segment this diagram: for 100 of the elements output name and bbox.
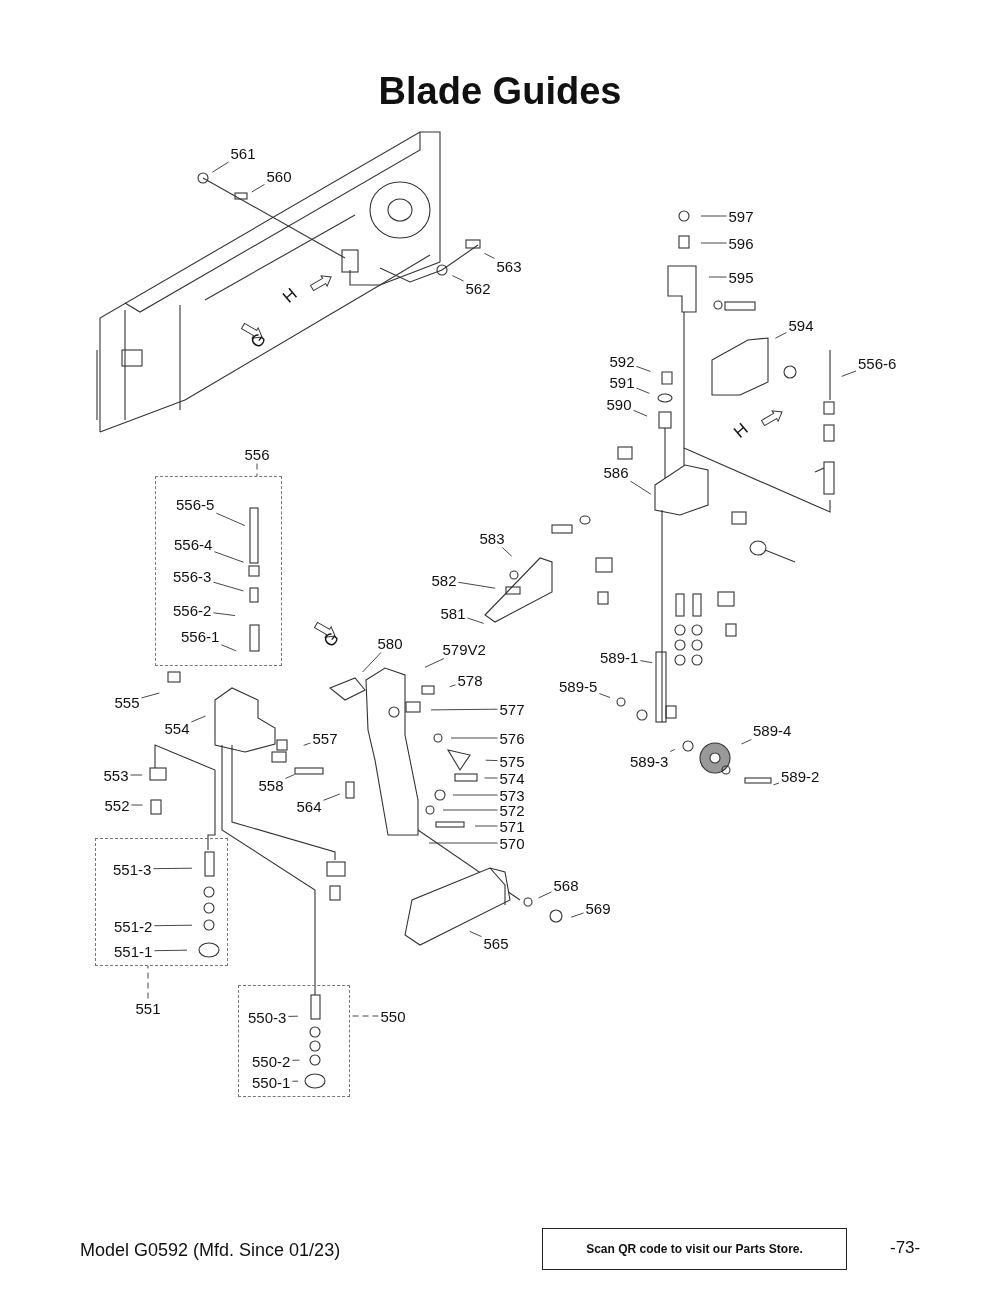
leader-line <box>153 949 188 952</box>
callout-number: 551-2 <box>114 917 153 935</box>
leader-line <box>538 891 552 899</box>
callout-number: 550-3 <box>248 1008 287 1026</box>
callout-number: 589-2 <box>781 767 820 785</box>
callout-number: 583 <box>479 529 505 547</box>
callout-number: 589-5 <box>559 677 598 695</box>
callout-number: 589-3 <box>630 752 669 770</box>
callout-number: 551 <box>135 999 161 1017</box>
callout-number: 575 <box>499 752 525 770</box>
callout-number: 579V2 <box>442 640 486 658</box>
callout-number: 574 <box>499 769 525 787</box>
callout-number: 563 <box>496 257 522 275</box>
leader-line <box>700 215 727 217</box>
callout-number: 556 <box>244 445 270 463</box>
callout-number: 571 <box>499 817 525 835</box>
callout-number: 580 <box>377 634 403 652</box>
callout-number: 556-3 <box>173 567 212 585</box>
leader-line <box>220 644 237 652</box>
leader-line <box>598 693 611 698</box>
leader-line <box>256 463 258 477</box>
callout-number: 594 <box>788 316 814 334</box>
leader-line <box>303 742 311 746</box>
leader-line <box>291 1080 299 1082</box>
leader-line <box>773 782 780 786</box>
leader-line <box>451 275 464 282</box>
leader-line <box>131 804 144 806</box>
callout-number: 551-3 <box>113 860 152 878</box>
leader-line <box>211 161 229 173</box>
callout-number: 550-1 <box>252 1073 291 1091</box>
leader-line <box>191 715 207 723</box>
callout-number: 590 <box>606 395 632 413</box>
leader-line <box>153 924 193 927</box>
direction-letter: G <box>246 329 271 353</box>
leader-line <box>430 708 498 711</box>
callout-number: 553 <box>103 766 129 784</box>
leader-line <box>708 276 727 278</box>
leader-line <box>213 551 245 563</box>
callout-number: 568 <box>553 876 579 894</box>
leader-line <box>633 409 648 417</box>
leader-line <box>141 692 160 699</box>
callout-number: 550-2 <box>252 1052 291 1070</box>
leader-line <box>669 748 676 752</box>
direction-letter: G <box>319 628 344 652</box>
leader-line <box>130 774 143 776</box>
callout-number: 552 <box>104 796 130 814</box>
callout-number: 596 <box>728 234 754 252</box>
callout-number: 556-4 <box>174 535 213 553</box>
callout-number: 555 <box>114 693 140 711</box>
callout-number: 556-5 <box>176 495 215 513</box>
leader-line <box>450 737 498 739</box>
callout-number: 578 <box>457 671 483 689</box>
callout-number: 570 <box>499 834 525 852</box>
leader-line <box>428 842 498 844</box>
leader-line <box>458 581 496 589</box>
leader-line <box>636 365 652 372</box>
leader-line <box>215 512 246 527</box>
leader-line <box>485 759 498 762</box>
leader-line <box>323 793 341 801</box>
callout-number: 556-1 <box>181 627 220 645</box>
leader-line <box>501 547 513 557</box>
leader-line <box>469 930 482 938</box>
title: Blade Guides <box>377 70 623 113</box>
callout-number: 565 <box>483 934 509 952</box>
direction-letter: H <box>279 284 302 308</box>
callout-number: 556-6 <box>858 354 897 372</box>
callout-number: 592 <box>609 352 635 370</box>
leader-line <box>570 912 584 918</box>
leader-line <box>287 1015 299 1017</box>
model-text: Model G0592 (Mfd. Since 01/23) <box>80 1240 341 1261</box>
leader-line <box>841 370 857 377</box>
callout-number: 561 <box>230 144 256 162</box>
callout-number: 554 <box>164 719 190 737</box>
callout-number: 557 <box>312 729 338 747</box>
leader-line <box>774 332 787 339</box>
callout-number: 597 <box>728 207 754 225</box>
callout-number: 573 <box>499 786 525 804</box>
leader-line <box>449 684 456 688</box>
callout-number: 558 <box>258 776 284 794</box>
leader-line <box>212 581 244 592</box>
leader-line <box>251 184 265 193</box>
leader-line <box>639 660 653 664</box>
callout-number: 581 <box>440 604 466 622</box>
callout-number: 556-2 <box>173 601 212 619</box>
callout-number: 551-1 <box>114 942 153 960</box>
leader-line <box>474 825 498 827</box>
note-text: Scan QR code to visit our Parts Store. <box>586 1242 803 1256</box>
callout-number: 560 <box>266 167 292 185</box>
callout-number: 589-1 <box>600 648 639 666</box>
callout-number: 582 <box>431 571 457 589</box>
callout-number: 591 <box>609 373 635 391</box>
direction-letter: H <box>730 419 753 443</box>
leader-line <box>212 612 236 617</box>
leader-line <box>362 652 382 673</box>
leader-line <box>741 739 752 745</box>
leader-line <box>700 242 727 244</box>
callout-number: 595 <box>728 268 754 286</box>
callout-number: 564 <box>296 797 322 815</box>
leader-line <box>285 774 295 779</box>
callout-number: 562 <box>465 279 491 297</box>
